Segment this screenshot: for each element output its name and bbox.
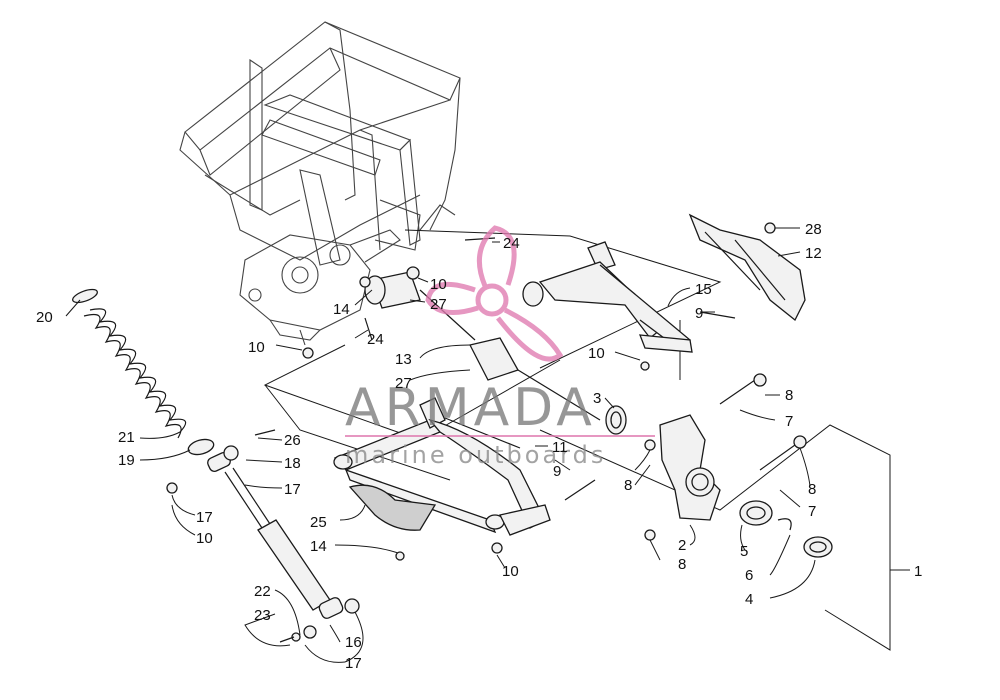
chassis-frame	[179, 21, 461, 346]
callout-3: 3	[593, 390, 601, 407]
leader-lines	[65, 227, 910, 663]
watermark-brand: ARMADA	[345, 378, 596, 438]
callout-labels: 28 12 24 10 27 14 15 9 20 24 10 13 10 27…	[36, 221, 922, 672]
callout-7: 7	[785, 413, 793, 430]
callout-1: 1	[914, 563, 922, 580]
callout-5: 5	[740, 543, 748, 560]
callout-14: 14	[310, 538, 327, 555]
bearing-carrier	[605, 405, 833, 558]
armada-watermark: ARMADA marine outboards	[345, 225, 655, 469]
upper-control-arm	[522, 241, 693, 371]
callout-8: 8	[624, 477, 632, 494]
callout-19: 19	[118, 452, 135, 469]
callout-10: 10	[502, 563, 519, 580]
callout-27: 27	[395, 375, 412, 392]
callout-24: 24	[503, 235, 520, 252]
callout-10: 10	[430, 276, 447, 293]
watermark-tagline: marine outboards	[345, 441, 606, 469]
callout-17: 17	[196, 509, 213, 526]
lower-swing-arm	[333, 397, 551, 561]
callout-6: 6	[745, 567, 753, 584]
callout-10: 10	[588, 345, 605, 362]
callout-28: 28	[805, 221, 822, 238]
callout-13: 13	[395, 351, 412, 368]
callout-8: 8	[785, 387, 793, 404]
callout-10: 10	[248, 339, 265, 356]
callout-25: 25	[310, 514, 327, 531]
callout-4: 4	[745, 591, 753, 608]
callout-27: 27	[430, 296, 447, 313]
propeller-logo-icon	[425, 225, 564, 362]
callout-10: 10	[196, 530, 213, 547]
callout-8: 8	[808, 481, 816, 498]
skid-plate	[688, 213, 806, 322]
cv-axle	[359, 266, 601, 421]
callout-22: 22	[254, 583, 271, 600]
callout-17: 17	[284, 481, 301, 498]
shock-absorber	[166, 445, 360, 643]
callout-17: 17	[345, 655, 362, 672]
callout-16: 16	[345, 634, 362, 651]
callout-18: 18	[284, 455, 301, 472]
callout-20: 20	[36, 309, 53, 326]
callout-21: 21	[118, 429, 135, 446]
callout-9: 9	[695, 305, 703, 322]
callout-11: 11	[552, 439, 568, 456]
callout-23: 23	[254, 607, 271, 624]
callout-26: 26	[284, 432, 301, 449]
callout-12: 12	[805, 245, 822, 262]
callout-2: 2	[678, 537, 686, 554]
callout-9: 9	[553, 463, 561, 480]
callout-24: 24	[367, 331, 384, 348]
callout-7: 7	[808, 503, 816, 520]
coil-spring	[72, 288, 215, 456]
callout-8: 8	[678, 556, 686, 573]
callout-15: 15	[695, 281, 712, 298]
callout-14: 14	[333, 301, 350, 318]
